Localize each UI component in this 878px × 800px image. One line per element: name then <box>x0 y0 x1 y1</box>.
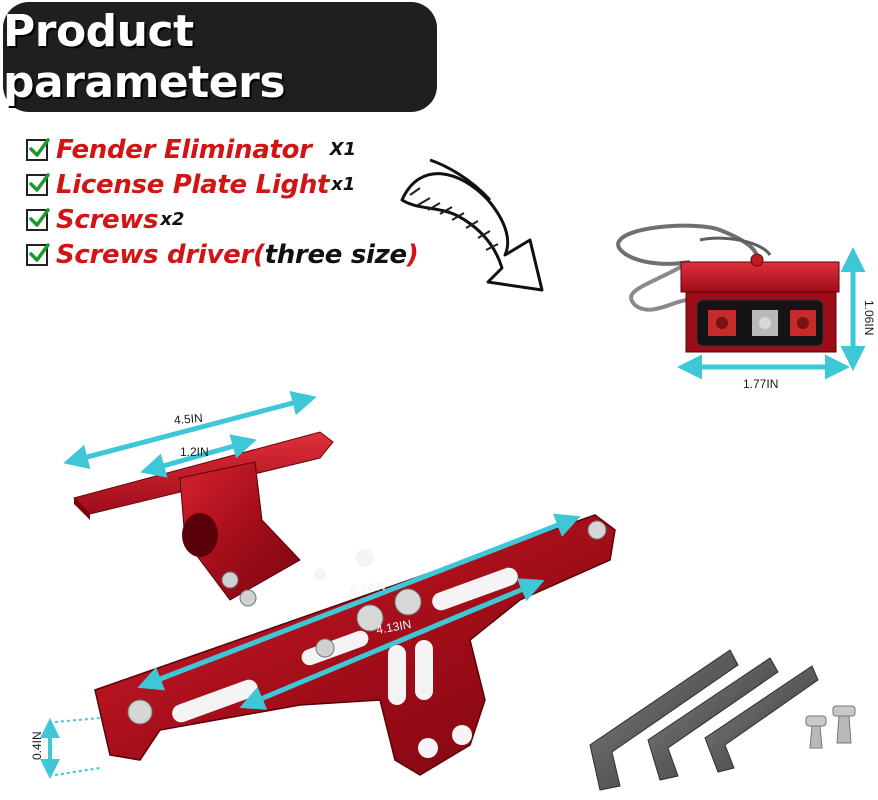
list-item: License Plate Light x1 <box>26 167 418 202</box>
license-plate-light <box>616 223 840 353</box>
list-item: Fender Eliminator X1 <box>26 132 418 167</box>
item-note: three size <box>264 239 408 270</box>
contents-checklist: Fender Eliminator X1 License Plate Light… <box>26 132 419 272</box>
checkmark-icon <box>26 172 50 196</box>
fender-eliminator-bracket <box>73 431 616 776</box>
checkmark-icon <box>26 242 50 266</box>
item-quantity: X1 <box>329 139 357 160</box>
item-quantity: x2 <box>160 209 185 230</box>
item-name: Fender Eliminator <box>56 134 312 165</box>
allen-wrench-icon <box>589 649 819 791</box>
screw-icon <box>805 705 856 749</box>
item-name: Screws <box>56 204 159 235</box>
checkmark-icon <box>26 207 50 231</box>
item-name: Screws driver( <box>56 239 265 270</box>
plate-length-label: 4.5IN <box>173 410 204 428</box>
list-item: Screws driver(three size) <box>26 237 419 272</box>
list-item: Screws x2 <box>26 202 418 237</box>
item-quantity: x1 <box>331 174 356 195</box>
light-width-label: 1.77IN <box>743 377 779 391</box>
checkmark-icon <box>26 137 50 161</box>
plate-width-label: 1.2IN <box>180 445 209 459</box>
curved-arrow-icon <box>400 158 544 292</box>
thickness-label: 0.4IN <box>30 731 44 760</box>
page-title: Product parameters <box>3 6 286 108</box>
item-close: ) <box>406 239 419 270</box>
light-height-label: 1.06IN <box>862 300 876 336</box>
item-name: License Plate Light <box>56 169 330 200</box>
title-banner: Product parameters <box>3 2 437 112</box>
